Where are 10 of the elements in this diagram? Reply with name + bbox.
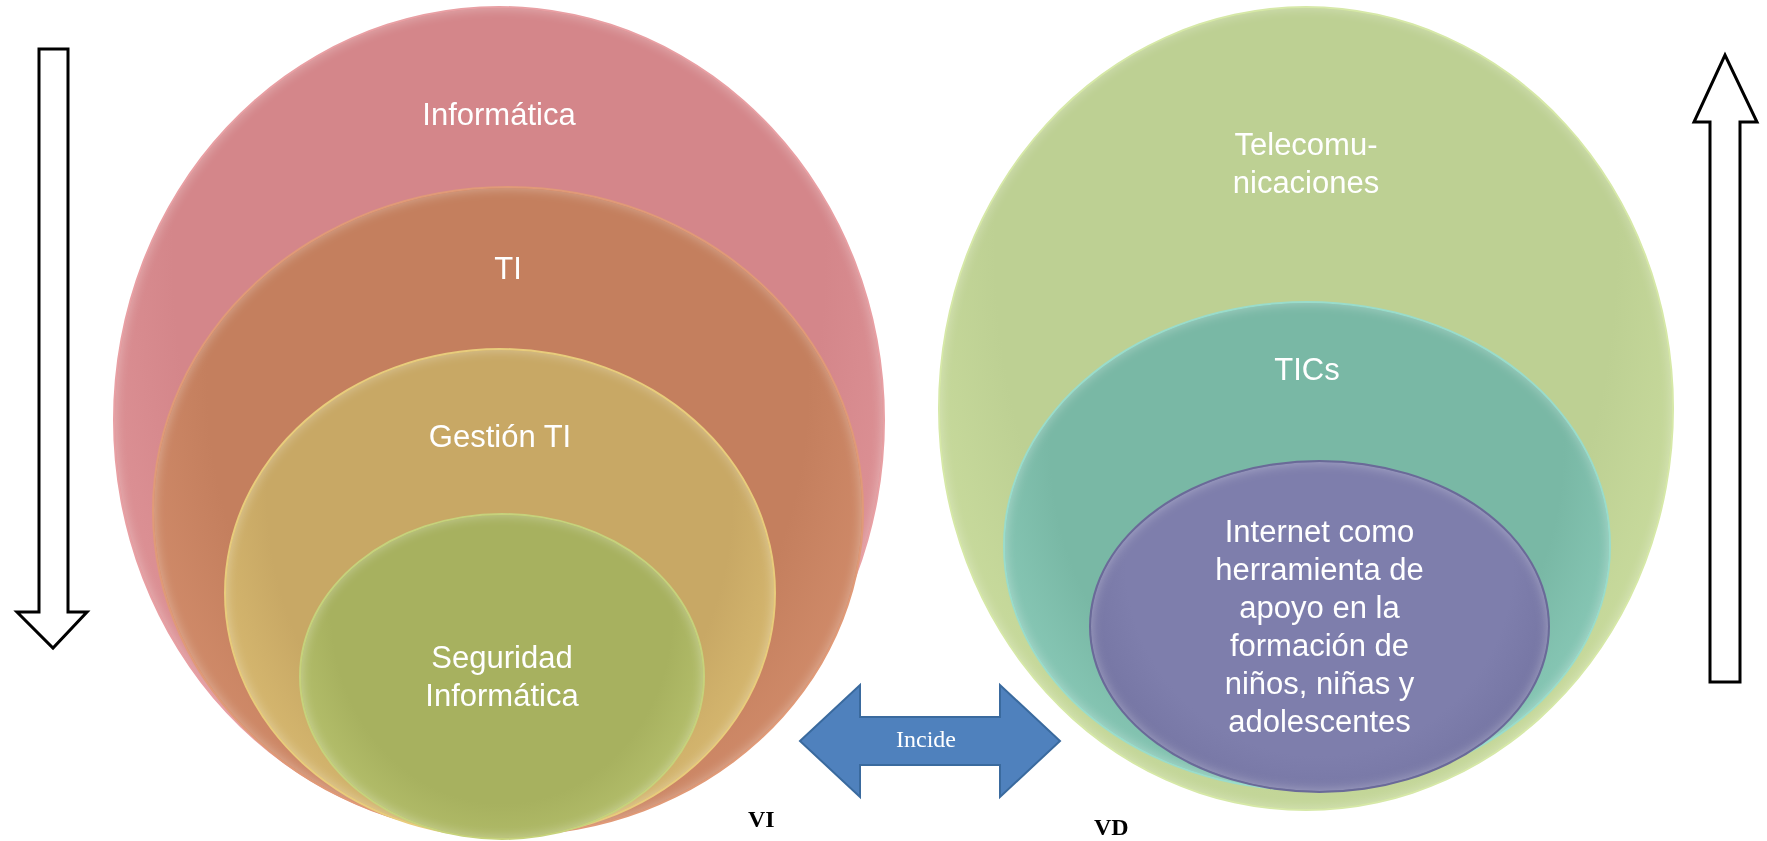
ellipse-label: Informática — [421, 96, 577, 134]
ellipse-label: Seguridad Informática — [424, 638, 580, 715]
double-arrow — [798, 682, 1062, 800]
variable-label: VI — [748, 806, 775, 833]
ellipse-label: Gestión TI — [427, 418, 573, 456]
ellipse-label: Telecomu- nicaciones — [1231, 126, 1381, 202]
ellipse-label: TICs — [1273, 351, 1341, 389]
ellipse-label: TI — [493, 250, 523, 288]
ellipse-label: Internet como herramienta de apoyo en la formación de niños, niñas y adolescentes — [1214, 512, 1425, 741]
variable-label: VD — [1094, 814, 1129, 841]
